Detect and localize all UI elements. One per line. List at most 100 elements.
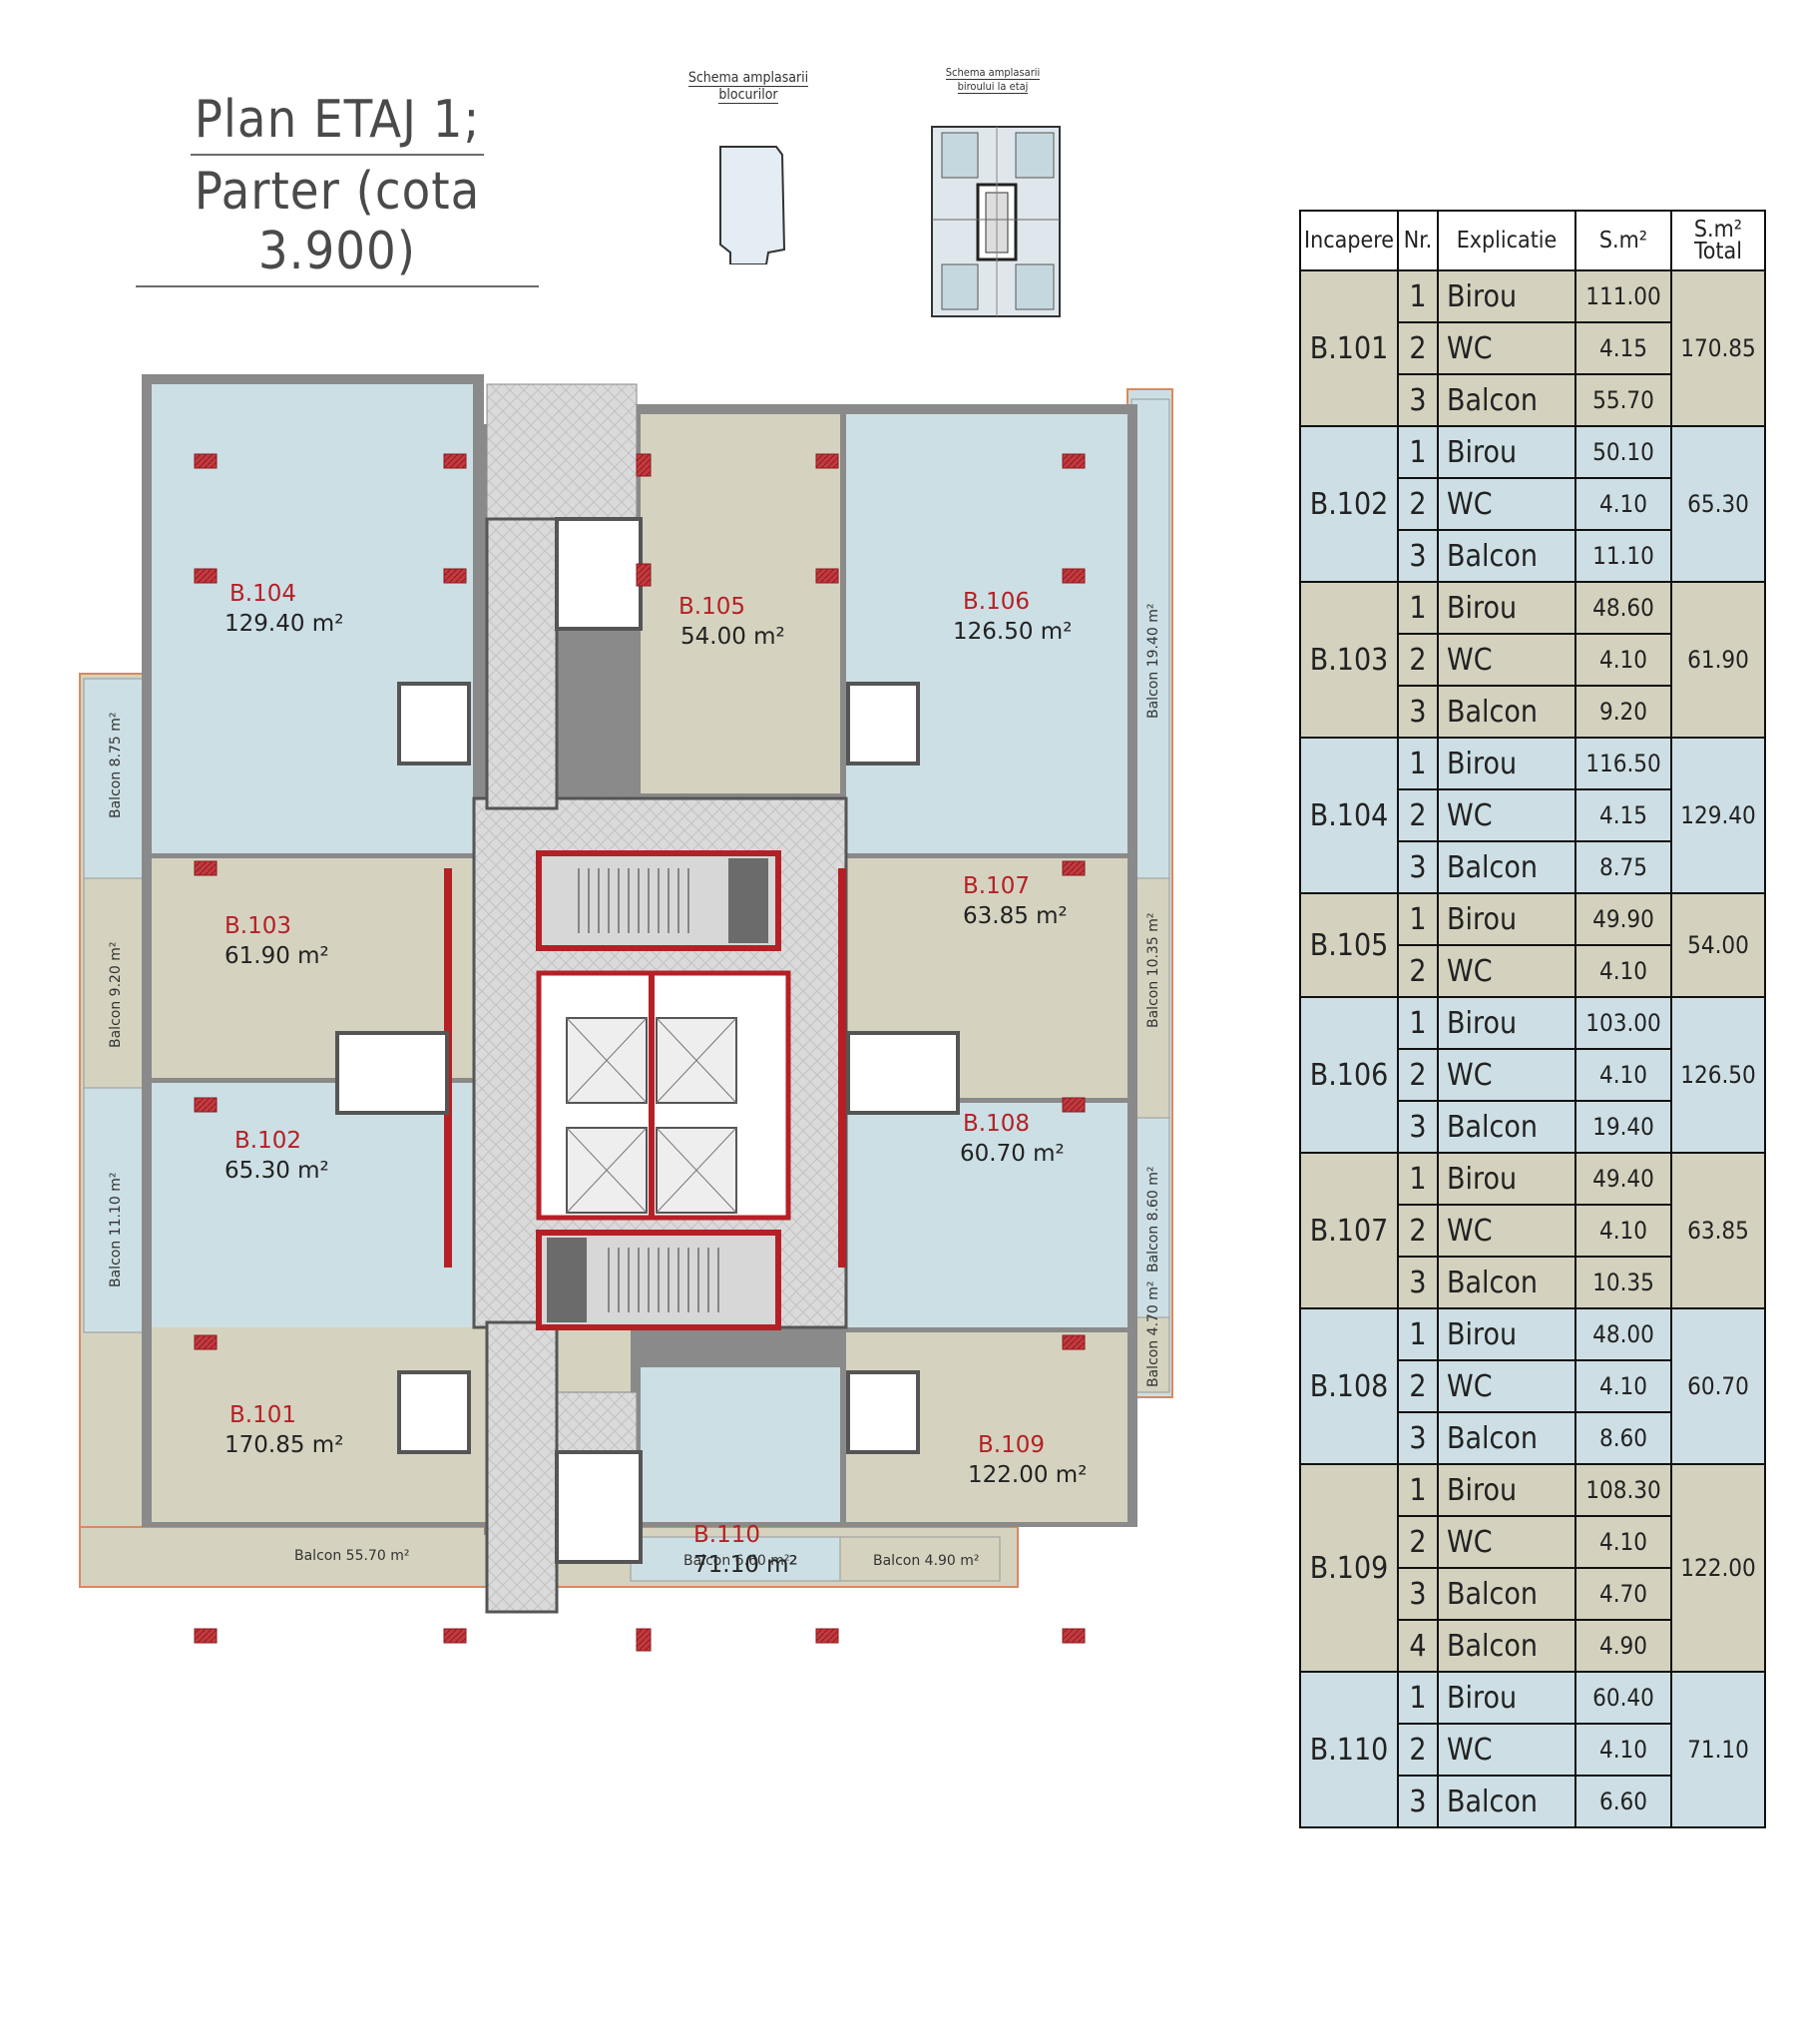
col-total: S.m² Total [1670, 210, 1766, 271]
table-s-cell: 4.10 [1574, 944, 1672, 998]
table-explicatie-cell: Balcon [1437, 529, 1576, 583]
table-explicatie-cell: Balcon [1437, 1775, 1576, 1828]
table-explicatie-cell: Balcon [1437, 1256, 1576, 1309]
table-room-cell: B.108 [1299, 1307, 1399, 1465]
table-s-cell: 48.00 [1574, 1307, 1672, 1361]
table-explicatie-cell: Birou [1437, 1463, 1576, 1517]
table-room-cell: B.109 [1299, 1463, 1399, 1673]
table-nr-cell: 1 [1397, 1671, 1439, 1725]
plan-title: Plan ETAJ 1; [136, 90, 539, 156]
area-table: Incapere Nr. Explicatie S.m² S.m² Total … [1299, 210, 1766, 1828]
table-total-cell: 170.85 [1670, 269, 1766, 427]
table-s-cell: 4.15 [1574, 321, 1672, 375]
table-room-cell: B.104 [1299, 737, 1399, 894]
balcony-label-1940: Balcon 19.40 m² [1145, 604, 1161, 719]
wc-pod-right-top [846, 682, 920, 766]
scheme-office-map [931, 126, 1061, 317]
table-explicatie-cell: Birou [1437, 1152, 1576, 1206]
table-nr-cell: 3 [1397, 373, 1439, 427]
table-nr-cell: 3 [1397, 1775, 1439, 1828]
balcony-label-860: Balcon 8.60 m² [1145, 1166, 1161, 1273]
table-room-cell: B.110 [1299, 1671, 1399, 1828]
room-area-b104: 129.40 m² [224, 611, 343, 637]
table-explicatie-cell: WC [1437, 477, 1576, 531]
table-explicatie-cell: Balcon [1437, 1567, 1576, 1621]
room-label-b109: B.109 [978, 1432, 1045, 1458]
room-area-b107: 63.85 m² [963, 903, 1068, 929]
balcony-label-470: Balcon 4.70 m² [1145, 1280, 1161, 1387]
floor-plan: B.104 B.105 B.106 B.103 B.107 B.102 B.10… [79, 374, 1173, 1652]
table-s-cell: 116.50 [1574, 737, 1672, 790]
room-label-b101: B.101 [229, 1402, 296, 1428]
table-total-cell: 61.90 [1670, 581, 1766, 739]
table-nr-cell: 1 [1397, 892, 1439, 946]
table-s-cell: 4.10 [1574, 1723, 1672, 1777]
table-s-cell: 49.90 [1574, 892, 1672, 946]
table-room-cell: B.107 [1299, 1152, 1399, 1309]
table-nr-cell: 2 [1397, 633, 1439, 687]
table-total-cell: 63.85 [1670, 1152, 1766, 1309]
scheme-blocks-map [719, 146, 786, 264]
stair-bottom-shaft [547, 1238, 587, 1322]
wc-pod-left-top [397, 682, 471, 766]
balcony-strip-108 [1130, 1117, 1170, 1318]
wc-pod-right-mid [846, 1031, 960, 1115]
table-s-cell: 4.10 [1574, 1359, 1672, 1413]
room-area-b108: 60.70 m² [960, 1141, 1065, 1167]
table-explicatie-cell: WC [1437, 944, 1576, 998]
balcony-strip-109 [1130, 1316, 1170, 1393]
balcony-strip-107 [1130, 877, 1170, 1119]
table-s-cell: 4.15 [1574, 788, 1672, 842]
table-explicatie-cell: Birou [1437, 892, 1576, 946]
table-s-cell: 8.60 [1574, 1411, 1672, 1465]
table-s-cell: 111.00 [1574, 269, 1672, 323]
balcony-strip-103 [83, 877, 149, 1089]
table-nr-cell: 3 [1397, 529, 1439, 583]
table-s-cell: 4.90 [1574, 1619, 1672, 1673]
scheme-blocks-caption: Schema amplasarii blocurilor [674, 70, 823, 104]
table-nr-cell: 3 [1397, 840, 1439, 894]
table-nr-cell: 1 [1397, 1307, 1439, 1361]
table-nr-cell: 2 [1397, 944, 1439, 998]
wc-pod-left-mid [335, 1031, 449, 1115]
room-label-b107: B.107 [963, 873, 1030, 899]
table-nr-cell: 2 [1397, 1204, 1439, 1258]
table-s-cell: 8.75 [1574, 840, 1672, 894]
table-total-cell: 129.40 [1670, 737, 1766, 894]
room-label-b110: B.110 [693, 1522, 760, 1548]
room-b106 [846, 414, 1127, 853]
room-b108 [846, 1103, 1127, 1327]
room-area-b105: 54.00 m² [680, 624, 785, 650]
balcony-label-490: Balcon 4.90 m² [873, 1553, 980, 1569]
table-explicatie-cell: Birou [1437, 269, 1576, 323]
table-s-cell: 4.70 [1574, 1567, 1672, 1621]
table-explicatie-cell: Birou [1437, 581, 1576, 635]
table-nr-cell: 2 [1397, 788, 1439, 842]
table-room-cell: B.106 [1299, 996, 1399, 1154]
table-explicatie-cell: Balcon [1437, 1619, 1576, 1673]
wc-pod-left-bottom [397, 1370, 471, 1454]
table-s-cell: 55.70 [1574, 373, 1672, 427]
room-area-b103: 61.90 m² [224, 943, 329, 969]
table-s-cell: 9.20 [1574, 685, 1672, 739]
table-explicatie-cell: Balcon [1437, 840, 1576, 894]
table-nr-cell: 1 [1397, 1152, 1439, 1206]
table-explicatie-cell: Birou [1437, 1671, 1576, 1725]
table-explicatie-cell: Balcon [1437, 373, 1576, 427]
wc-block-top [555, 517, 643, 631]
scheme-office-line1: Schema amplasarii [945, 66, 1041, 80]
balcony-label-875: Balcon 8.75 m² [108, 712, 124, 818]
